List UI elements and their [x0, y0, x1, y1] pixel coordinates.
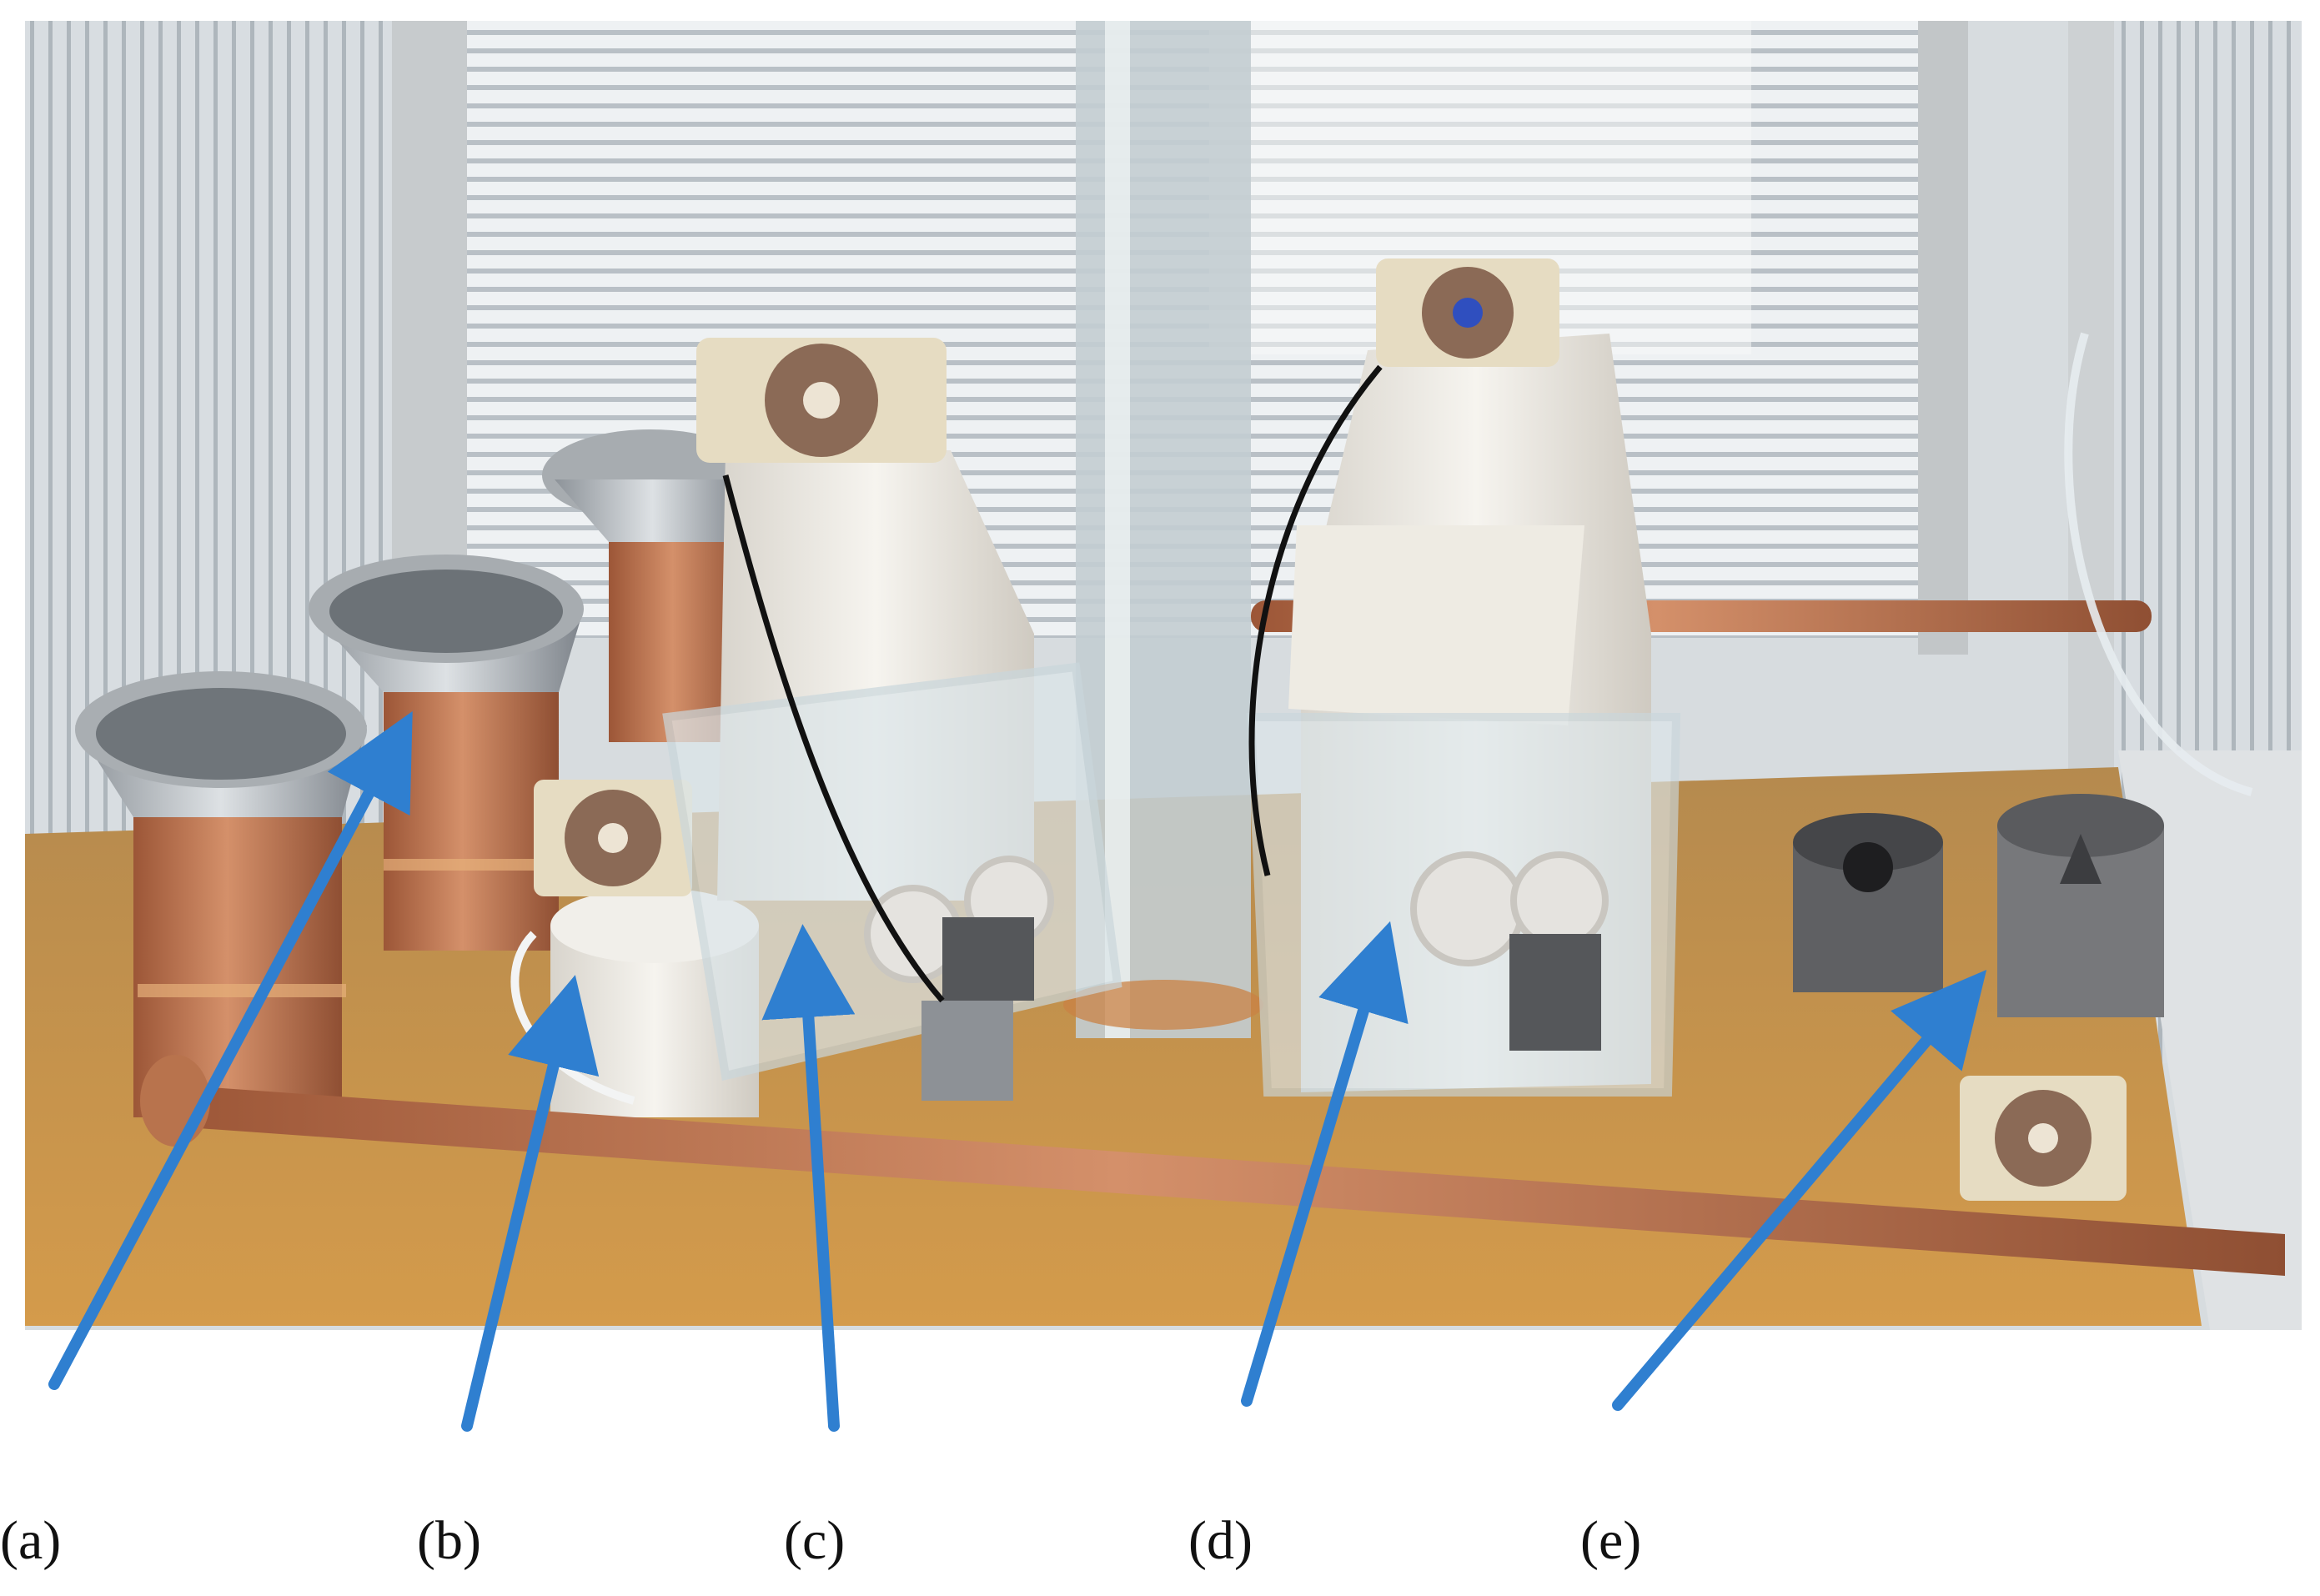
copper-horn-assembly	[75, 429, 759, 1117]
grey-cylinder-pair	[1793, 794, 2164, 1201]
annotation-arrows	[48, 710, 1987, 1432]
acrylic-box-unit-c	[662, 338, 1122, 1101]
panel-label-c: (c)	[784, 1510, 846, 1571]
panel-label-a: (a)	[0, 1510, 62, 1571]
arrow-c	[761, 924, 856, 1432]
panel-label-b: (b)	[417, 1510, 481, 1571]
arrow-b	[461, 975, 600, 1432]
arrow-a	[48, 710, 413, 1390]
arrow-d	[1241, 921, 1409, 1407]
panel-label-d: (d)	[1188, 1510, 1253, 1571]
arrow-e	[1612, 969, 1987, 1411]
panel-label-e: (e)	[1580, 1510, 1642, 1571]
photo	[25, 21, 2302, 1330]
